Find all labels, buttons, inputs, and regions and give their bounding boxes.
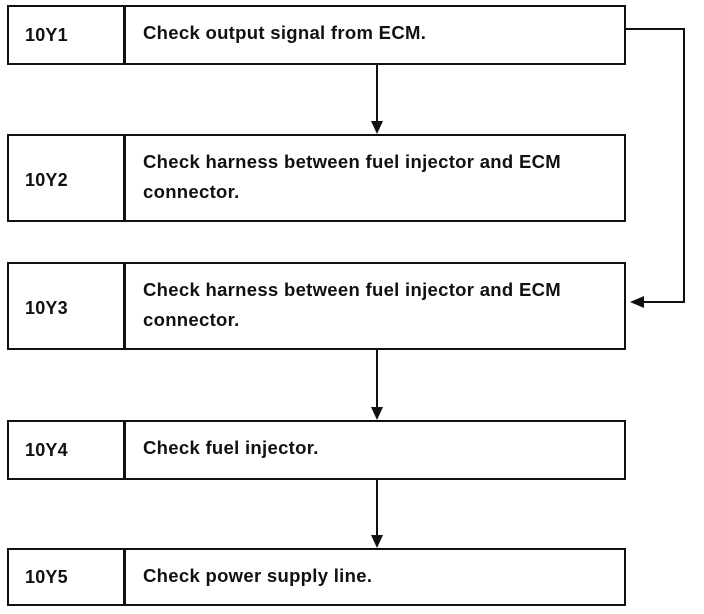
arrowhead-left <box>630 296 644 308</box>
step-description: Check harness between fuel injector and … <box>143 279 561 330</box>
step-10y1-box: 10Y1 Check output signal from ECM. <box>7 5 626 65</box>
step-description: Check power supply line. <box>143 565 373 586</box>
step-10y5-box: 10Y5 Check power supply line. <box>7 548 626 606</box>
step-10y2-box: 10Y2 Check harness between fuel injector… <box>7 134 626 222</box>
step-code: 10Y5 <box>9 550 126 604</box>
step-code: 10Y3 <box>9 264 126 348</box>
arrowhead-down <box>371 407 383 420</box>
arrowhead-down <box>371 121 383 134</box>
step-code: 10Y1 <box>9 7 126 63</box>
step-code: 10Y2 <box>9 136 126 220</box>
step-description: Check fuel injector. <box>143 437 319 458</box>
step-description: Check harness between fuel injector and … <box>143 151 561 202</box>
arrowhead-down <box>371 535 383 548</box>
step-description: Check output signal from ECM. <box>143 22 427 43</box>
step-code: 10Y4 <box>9 422 126 478</box>
bypass-connector <box>626 28 685 303</box>
step-10y3-box: 10Y3 Check harness between fuel injector… <box>7 262 626 350</box>
step-10y4-box: 10Y4 Check fuel injector. <box>7 420 626 480</box>
